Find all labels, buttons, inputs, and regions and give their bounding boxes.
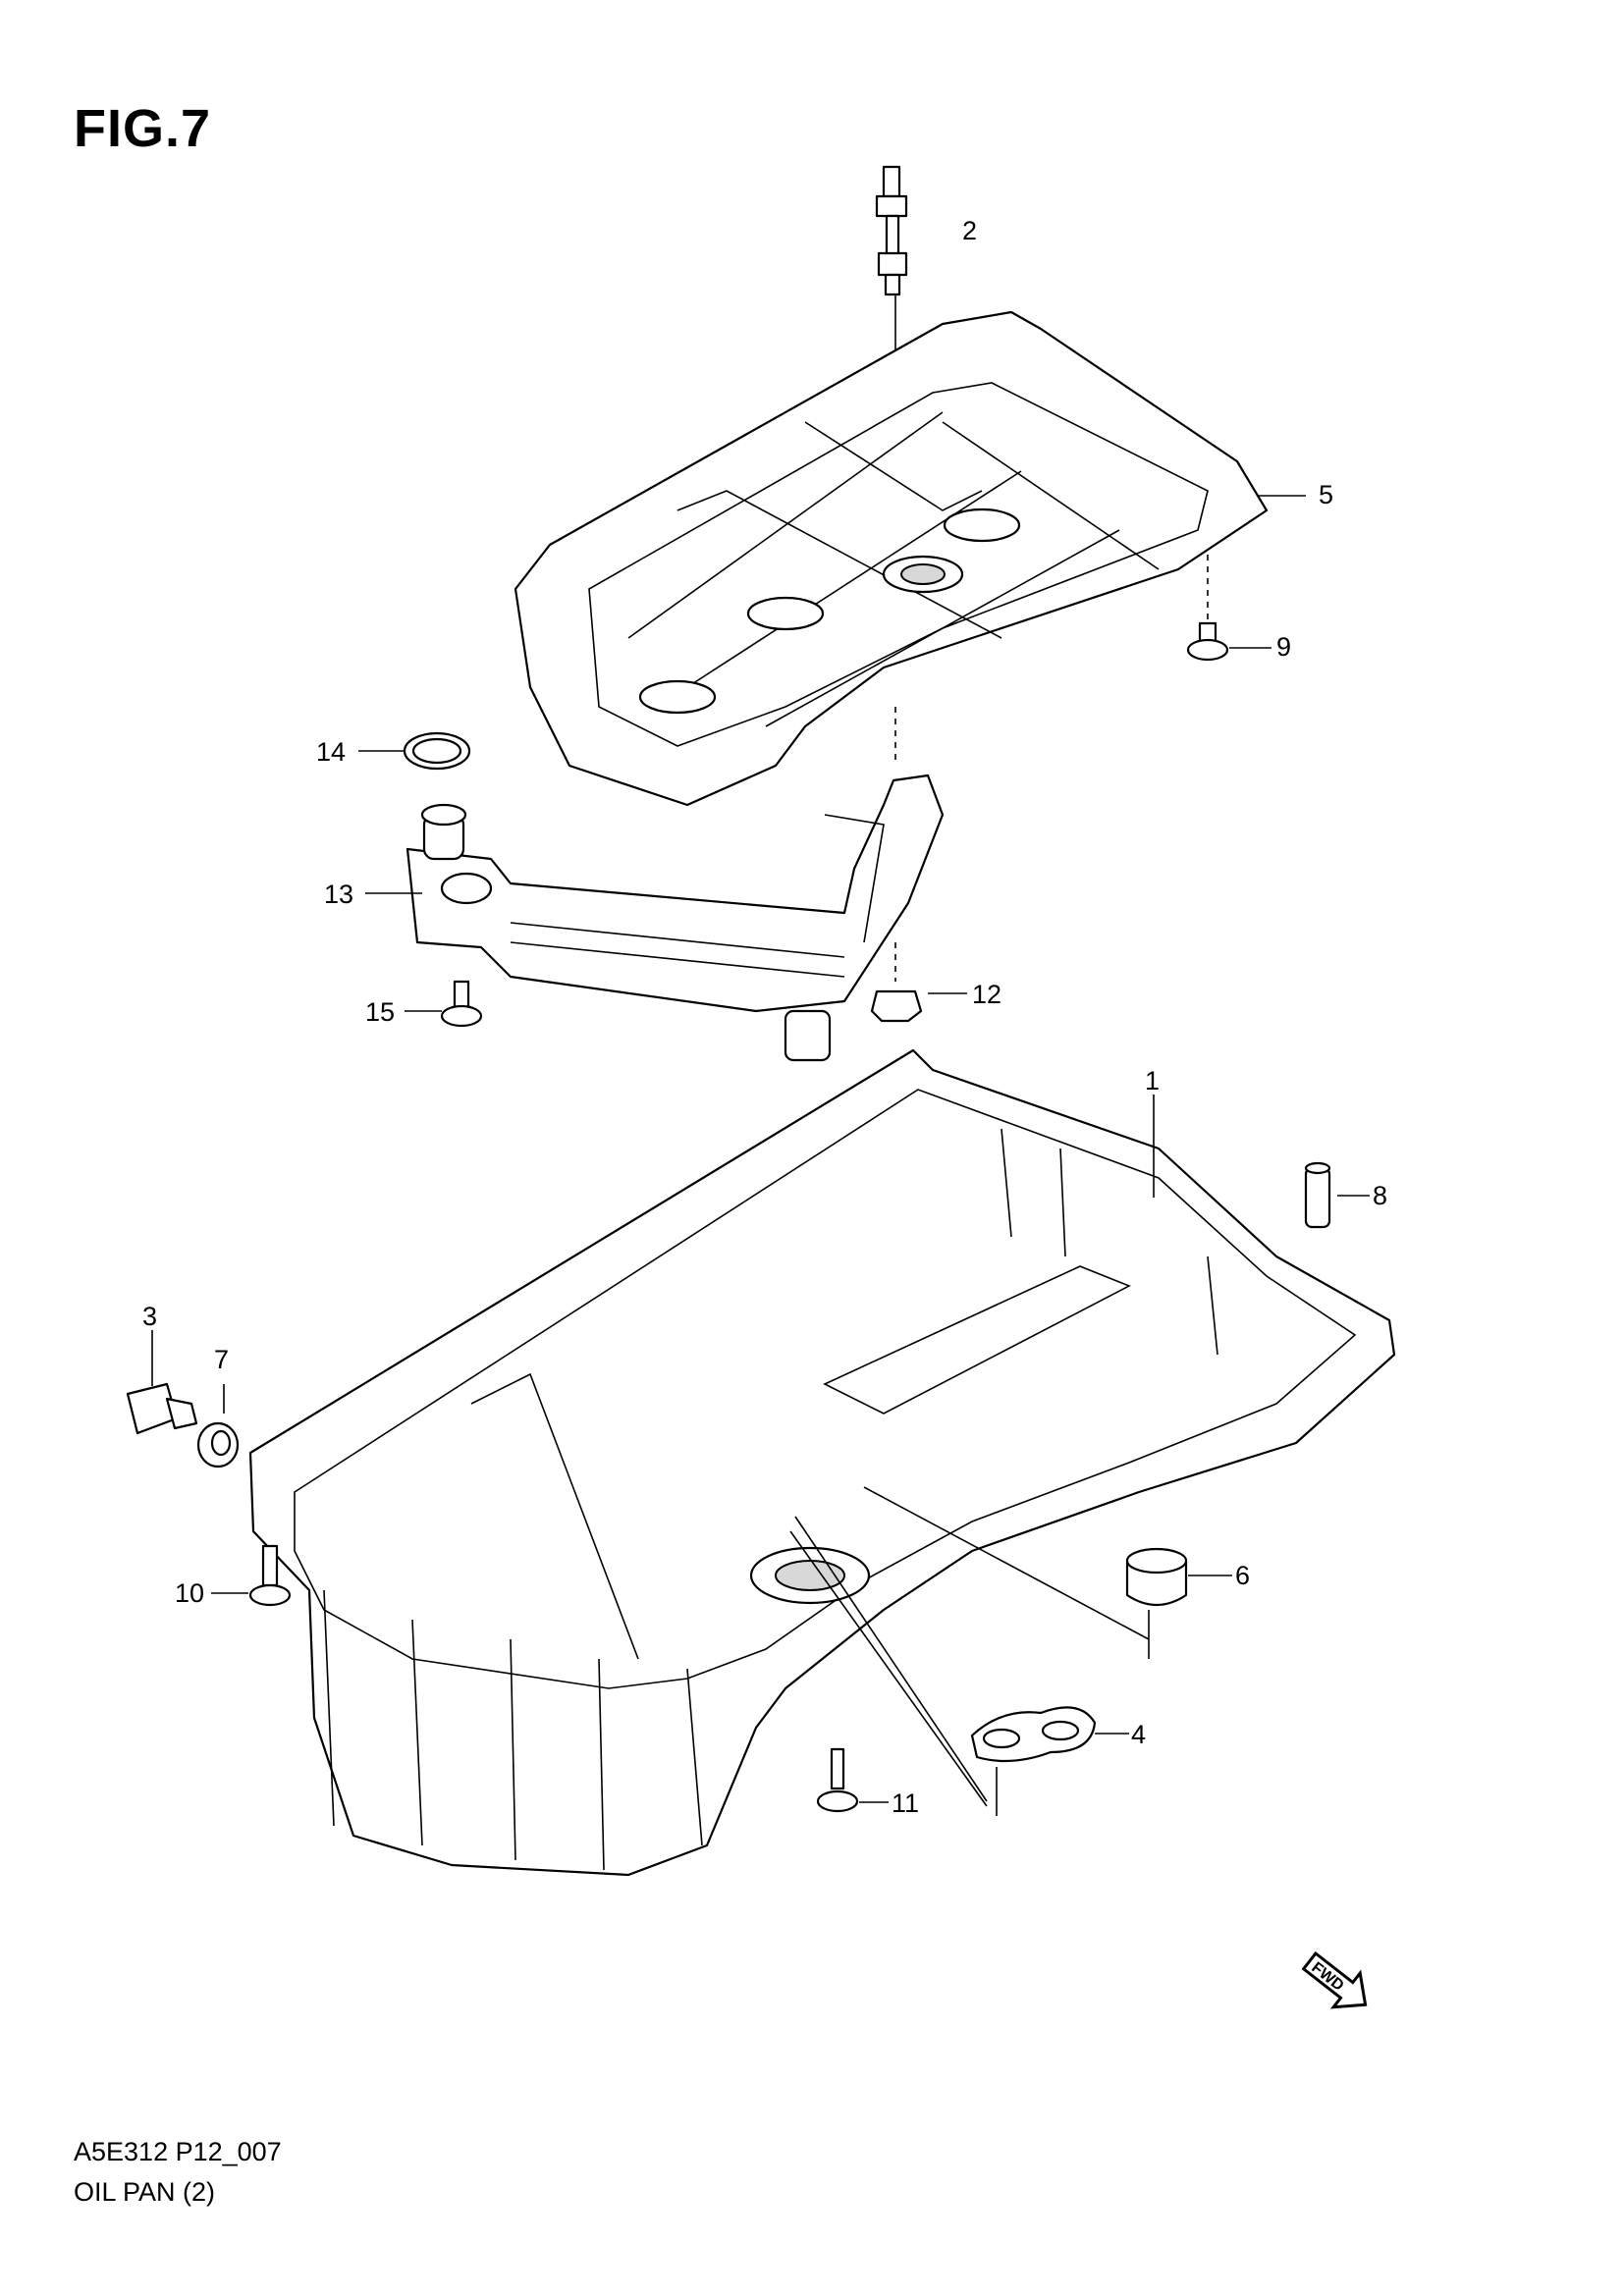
o-ring-part-14 <box>358 731 471 771</box>
stud-bolt-part-2 <box>875 165 908 564</box>
dowel-pin-part-8 <box>1304 1161 1370 1229</box>
callout-13: 13 <box>324 880 353 909</box>
oil-strainer-part-13 <box>365 774 945 1062</box>
callout-5: 5 <box>1319 480 1333 509</box>
bolt-part-15 <box>405 980 483 1028</box>
washer-part-7 <box>196 1384 240 1468</box>
bolt-part-11 <box>816 1747 889 1813</box>
nut-part-12 <box>870 707 967 1023</box>
bolt-part-9 <box>1186 555 1271 662</box>
callout-1: 1 <box>1145 1066 1160 1095</box>
callout-2: 2 <box>962 216 977 245</box>
leader-group <box>789 1486 1150 1816</box>
callout-11: 11 <box>892 1789 919 1818</box>
baffle-plate-part-5 <box>514 310 1306 807</box>
callout-10: 10 <box>175 1578 204 1608</box>
gasket-part-4 <box>970 1706 1129 1763</box>
oil-pan-part-1 <box>248 1048 1396 1877</box>
figure-code: A5E312 P12_007 <box>74 2137 282 2166</box>
bolt-part-10 <box>211 1544 292 1607</box>
callout-7: 7 <box>214 1345 229 1374</box>
drain-plug-part-3 <box>126 1330 198 1435</box>
callout-15: 15 <box>365 997 395 1027</box>
callout-9: 9 <box>1276 632 1291 662</box>
forward-direction-arrow-icon: FWD <box>1301 1950 1368 2009</box>
callout-4: 4 <box>1131 1720 1146 1749</box>
sleeve-part-6 <box>1125 1547 1232 1606</box>
figure-name: OIL PAN (2) <box>74 2177 216 2207</box>
callout-14: 14 <box>316 737 346 767</box>
callout-12: 12 <box>972 980 1001 1009</box>
callout-6: 6 <box>1235 1561 1250 1590</box>
callout-8: 8 <box>1373 1181 1387 1210</box>
figure-title: FIG.7 <box>74 99 212 158</box>
callout-3: 3 <box>142 1302 157 1331</box>
